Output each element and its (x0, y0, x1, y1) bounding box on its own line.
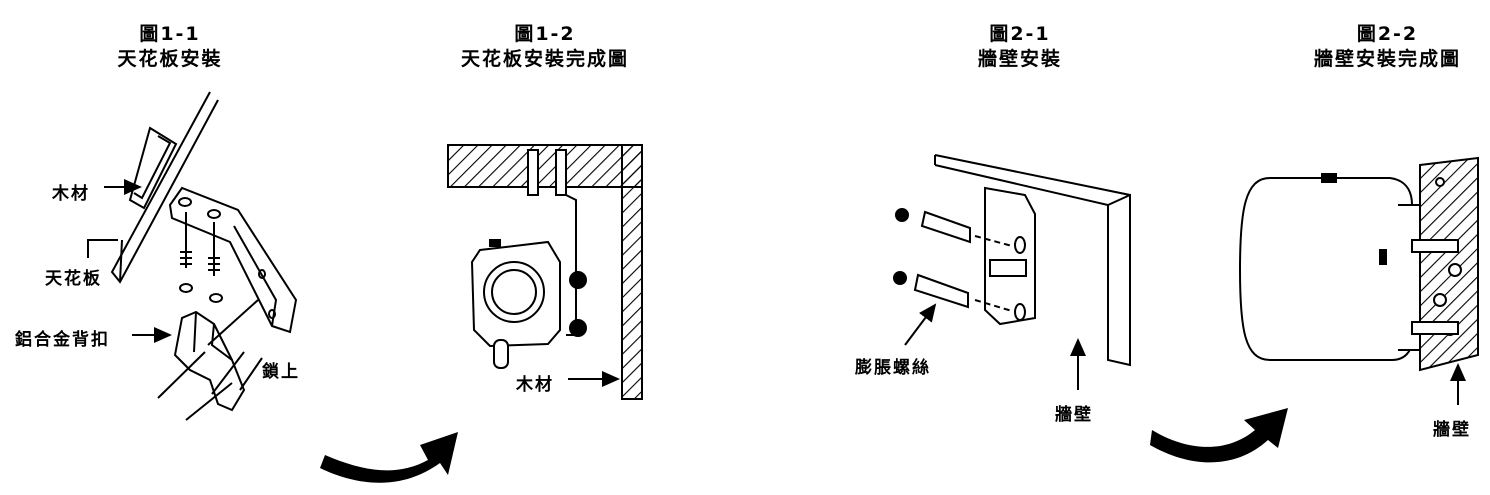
wall-label-2: 牆壁 (1433, 420, 1471, 440)
figure-1-2-title: 圖1-2 天花板安裝完成圖 (430, 22, 660, 72)
figure-caption: 牆壁安裝完成圖 (1313, 48, 1461, 70)
figure-number: 圖1-1 (139, 23, 201, 45)
lock-label: 鎖上 (262, 362, 300, 382)
bracket-label: 鋁合金背扣 (15, 330, 110, 350)
figure-caption: 牆壁安裝 (977, 48, 1062, 70)
figure-number: 圖2-2 (1356, 23, 1419, 45)
curved-arrow-icon (320, 432, 458, 483)
anchor-label: 膨脹螺絲 (855, 358, 931, 378)
figure-2-2-title: 圖2-2 牆壁安裝完成圖 (1285, 22, 1490, 72)
figure-caption: 天花板安裝 (117, 48, 223, 70)
fig1-1-drawing (87, 91, 298, 421)
fig1-2-drawing (447, 144, 643, 400)
wood-label: 木材 (52, 184, 90, 204)
figure-number: 圖2-1 (989, 23, 1051, 45)
figure-caption: 天花板安裝完成圖 (460, 48, 629, 70)
wall-label: 牆壁 (1055, 405, 1093, 425)
figure-1-1-title: 圖1-1 天花板安裝 (95, 22, 245, 72)
curved-arrow-icon (1150, 408, 1288, 463)
wood-label-2: 木材 (516, 375, 554, 395)
figure-2-1-title: 圖2-1 牆壁安裝 (945, 22, 1095, 72)
figure-number: 圖1-2 (514, 23, 576, 45)
ceiling-label: 天花板 (45, 269, 102, 289)
fig2-1-drawing (893, 154, 1131, 390)
fig2-2-drawing (1238, 156, 1479, 405)
